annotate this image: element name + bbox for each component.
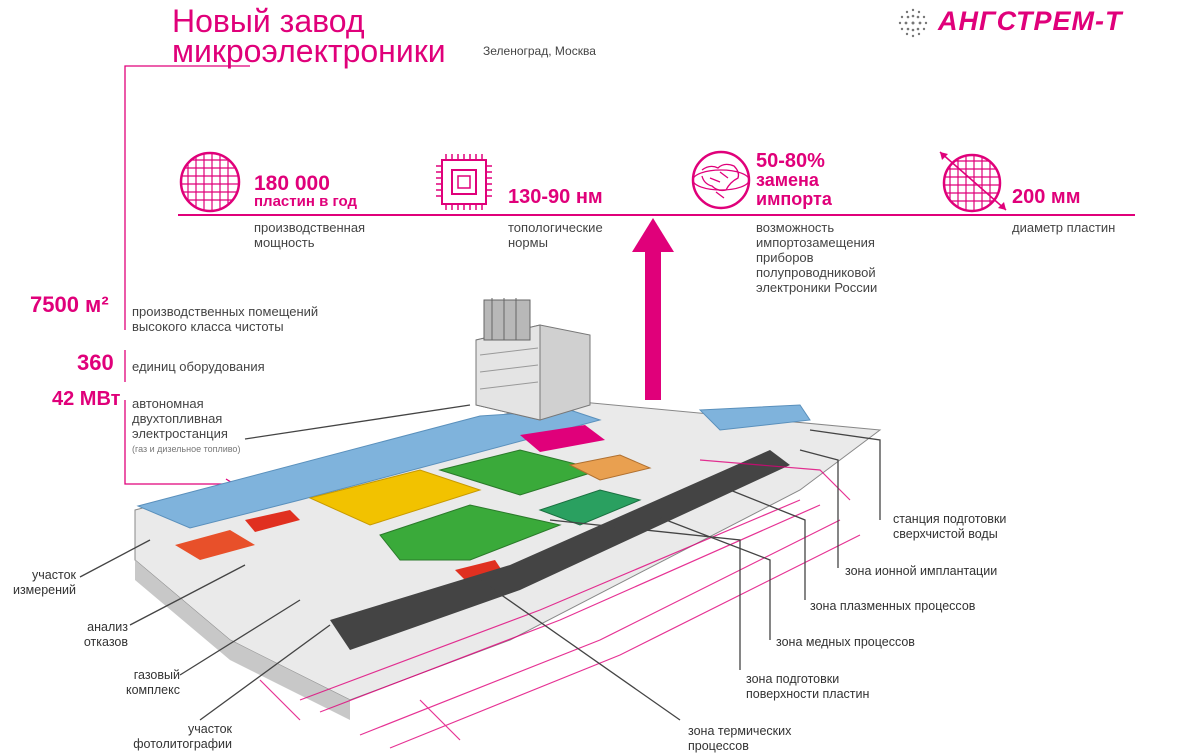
factory-building xyxy=(134,298,882,749)
topology-value: 130-90 нм xyxy=(508,186,603,208)
wafer-icon xyxy=(178,150,242,219)
chip-icon xyxy=(432,152,496,219)
zone-ultrapure-water: станция подготовки сверхчистой воды xyxy=(893,512,1007,541)
page-title: Новый завод микроэлектроники xyxy=(172,3,446,69)
equipment-count-caption: единиц оборудования xyxy=(132,359,265,374)
topology-caption: топологические нормы xyxy=(508,220,603,250)
import-value: 50-80% xyxy=(756,150,825,172)
zone-failure-analysis: анализ отказов xyxy=(83,620,128,649)
import-caption: возможность импортозамещения приборов по… xyxy=(756,220,878,295)
zone-plasma-processes: зона плазменных процессов xyxy=(810,599,976,613)
equipment-count-value: 360 xyxy=(77,350,114,375)
power-note: (газ и дизельное топливо) xyxy=(132,444,241,454)
import-value-sub: замена xyxy=(756,170,819,190)
zone-thermal-processes: зона термических процессов xyxy=(688,724,792,753)
wafer-diameter-icon xyxy=(938,150,1010,219)
capacity-value-sub: пластин в год xyxy=(254,193,357,210)
zone-ion-implantation: зона ионной имплантации xyxy=(845,564,998,578)
capacity-caption: производственная мощность xyxy=(254,220,366,250)
power-caption: автономная двухтопливная электростанция xyxy=(132,396,228,441)
globe-dots-icon xyxy=(896,6,930,40)
power-value: 42 МВт xyxy=(52,388,121,410)
zone-measurement: участок измерений xyxy=(12,568,76,597)
cleanroom-area-value: 7500 м² xyxy=(30,292,109,317)
zone-gas-complex: газовый комплекс xyxy=(125,668,180,697)
diameter-caption: диаметр пластин xyxy=(1012,220,1116,235)
zone-wafer-surface-prep: зона подготовки поверхности пластин xyxy=(746,672,870,701)
zone-copper-processes: зона медных процессов xyxy=(776,635,915,649)
location-text: Зеленоград, Москва xyxy=(483,44,596,58)
capacity-value: 180 000 xyxy=(254,172,330,195)
diameter-value: 200 мм xyxy=(1012,186,1081,208)
company-logo: АНГСТРЕМ-Т xyxy=(938,6,1123,36)
globe-icon xyxy=(690,148,752,217)
import-value-sub2: импорта xyxy=(756,189,832,209)
cleanroom-area-caption: производственных помещений высокого клас… xyxy=(132,304,319,334)
zone-photolithography: участок фотолитографии xyxy=(133,722,232,751)
